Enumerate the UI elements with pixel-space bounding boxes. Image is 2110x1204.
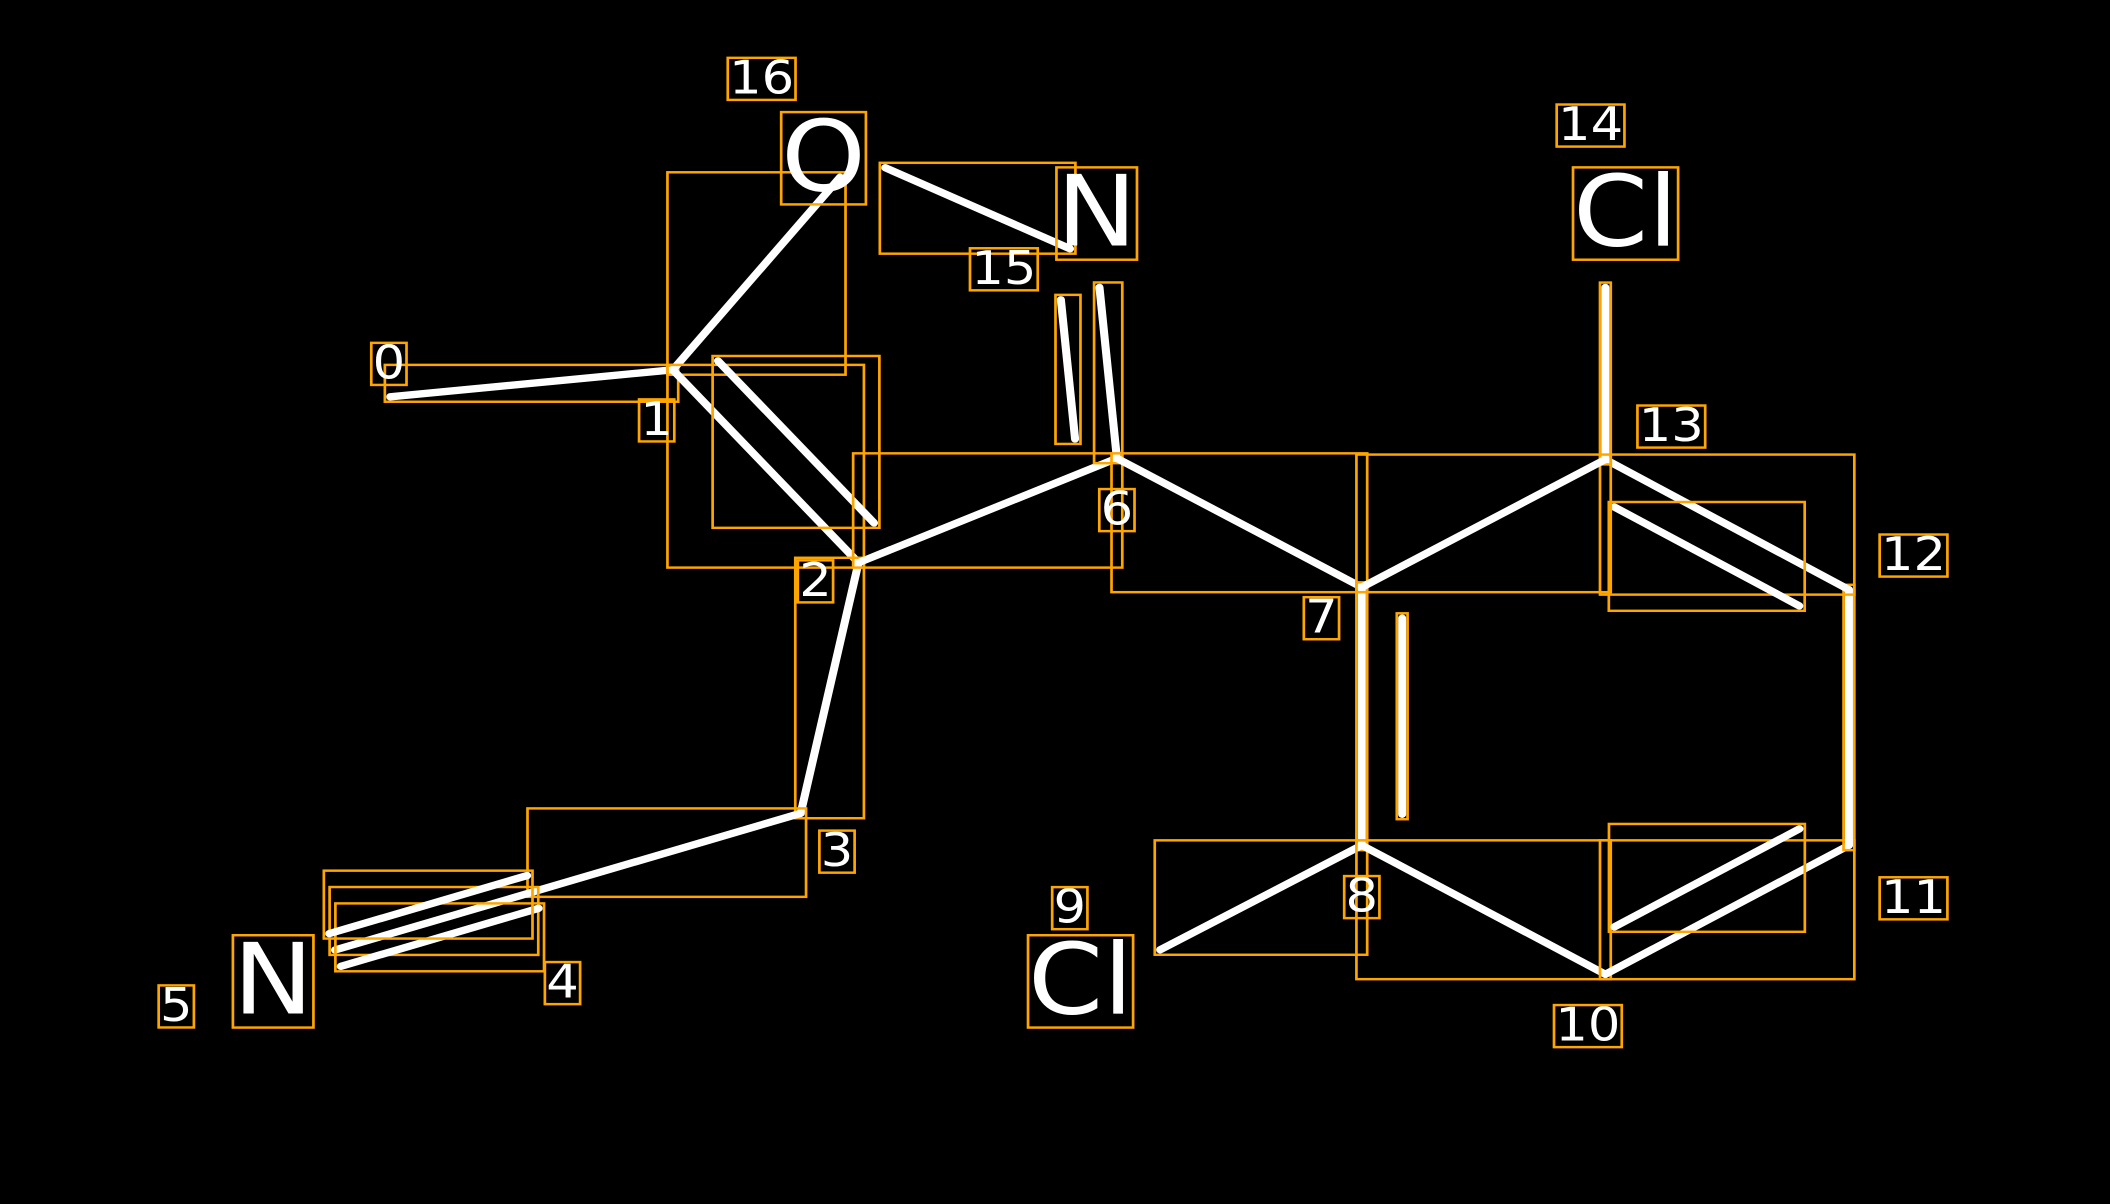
bond-6-15-box	[1092, 281, 1124, 465]
atom-index-13: 13	[1639, 398, 1704, 452]
atom-label-box-5	[231, 934, 315, 1029]
atom-label-16: O	[781, 100, 866, 214]
bond-0-1-box	[383, 363, 680, 403]
atom-index-box-14	[1555, 103, 1626, 148]
bond-10-11-second-line	[1610, 825, 1804, 931]
bond-4-5-extra-line-box	[322, 869, 534, 940]
bond-6-15-second-line	[1056, 296, 1080, 443]
bond-1-2-second-line-box	[711, 354, 881, 530]
bond-12-13-second-line	[1610, 503, 1804, 610]
atom-label-5: N	[233, 923, 314, 1037]
atom-index-box-5	[157, 984, 196, 1029]
atom-index-box-11	[1878, 876, 1949, 921]
bond-7-13	[1357, 455, 1610, 591]
atom-index-box-16	[726, 56, 797, 102]
atom-index-box-9	[1050, 885, 1089, 931]
bond-6-15-second-line-box	[1054, 293, 1082, 446]
atom-index-box-6	[1097, 487, 1136, 533]
bond-0-1	[386, 366, 677, 401]
atom-index-16: 16	[729, 50, 794, 104]
atom-index-1: 1	[640, 392, 673, 446]
atom-index-6: 6	[1101, 482, 1134, 536]
bond-13-14-box	[1598, 281, 1613, 466]
bond-7-8-box	[1355, 581, 1369, 852]
bond-10-11-box	[1598, 839, 1856, 981]
atom-label-box-9	[1026, 934, 1135, 1029]
bond-3-4	[528, 809, 805, 896]
atom-index-box-8	[1342, 874, 1381, 920]
bond-7-8-second-line-box	[1395, 612, 1409, 821]
atom-index-box-1	[637, 398, 676, 443]
bond-12-13	[1601, 455, 1853, 594]
bond-15-16	[881, 164, 1075, 253]
atom-label-box-14	[1571, 166, 1680, 261]
atom-index-box-15	[968, 247, 1040, 292]
bond-12-13-second-line-box	[1607, 500, 1807, 613]
atom-index-box-3	[818, 829, 856, 874]
bond-15-16-box	[878, 161, 1077, 255]
bond-6-15	[1095, 283, 1121, 462]
atom-index-9: 9	[1054, 880, 1087, 934]
atom-index-box-4	[543, 960, 582, 1006]
bond-1-2-box	[666, 363, 866, 569]
bond-3-4-box	[526, 807, 808, 899]
atom-index-4: 4	[546, 955, 579, 1009]
bond-12-13-box	[1598, 453, 1856, 596]
bond-6-7-box	[1110, 452, 1369, 594]
atom-index-box-10	[1552, 1003, 1624, 1049]
atom-index-12: 12	[1881, 527, 1946, 581]
atom-index-box-12	[1878, 533, 1949, 578]
atom-label-box-16	[779, 110, 868, 206]
bond-10-11-second-line-box	[1607, 822, 1807, 934]
bond-4-5-extra-line	[325, 871, 532, 938]
bond-4-5-box	[328, 885, 540, 957]
atom-index-5: 5	[160, 978, 193, 1032]
bond-1-2	[668, 366, 863, 567]
bond-2-3	[796, 559, 863, 818]
atom-index-box-7	[1302, 595, 1341, 641]
atom-label-box-15	[1055, 166, 1139, 261]
bond-8-10-box	[1355, 839, 1613, 981]
bond-7-13-box	[1355, 453, 1613, 594]
bond-8-10	[1357, 841, 1610, 978]
atom-index-box-0	[369, 341, 408, 387]
atom-label-9: Cl	[1028, 923, 1133, 1037]
bond-1-16	[668, 173, 845, 374]
atom-index-10: 10	[1555, 998, 1620, 1052]
bond-10-11	[1601, 841, 1853, 978]
bond-8-9	[1156, 841, 1366, 954]
atom-index-box-2	[796, 559, 835, 604]
atom-index-box-13	[1636, 404, 1707, 449]
atom-label-14: Cl	[1573, 155, 1678, 269]
bond-2-3-box	[793, 556, 866, 820]
bond-2-6-box	[851, 452, 1124, 569]
atom-index-11: 11	[1881, 870, 1946, 924]
atom-index-8: 8	[1346, 869, 1379, 923]
atom-index-15: 15	[971, 241, 1036, 295]
atom-index-7: 7	[1305, 590, 1338, 644]
bond-1-2-second-line	[713, 357, 879, 527]
atom-index-3: 3	[821, 823, 854, 877]
bond-8-9-box	[1153, 839, 1369, 956]
atom-index-14: 14	[1558, 97, 1623, 151]
atom-index-0: 0	[373, 335, 406, 389]
bond-11-12-box	[1842, 583, 1856, 852]
atom-label-15: N	[1056, 155, 1137, 269]
atom-index-2: 2	[799, 553, 832, 607]
bond-6-7	[1112, 454, 1366, 591]
bond-4-5	[330, 888, 537, 954]
bond-1-16-box	[666, 171, 847, 376]
bond-2-6	[854, 454, 1121, 567]
